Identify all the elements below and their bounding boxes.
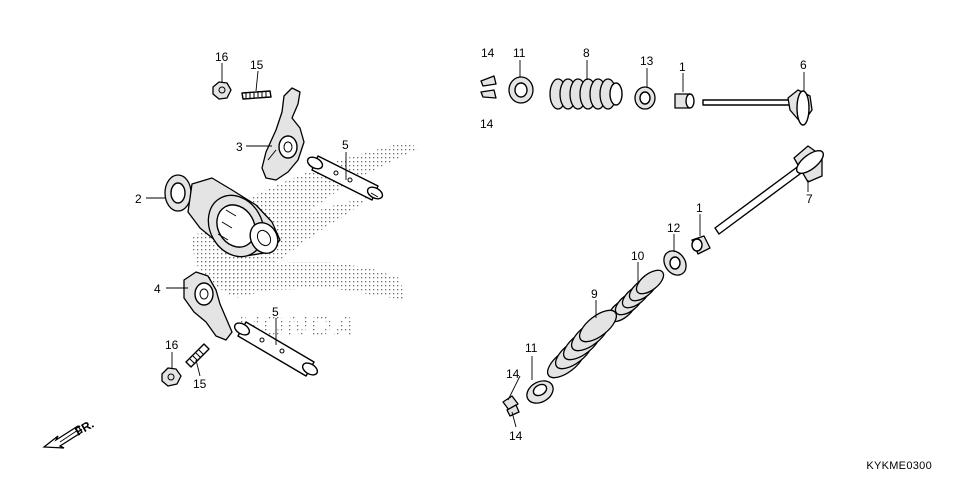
adjusting-screw-upper	[241, 90, 272, 100]
spring-seat-lower	[663, 250, 687, 276]
leader-lines	[146, 60, 809, 428]
callout-11: 11	[513, 46, 526, 60]
cotter-lower	[502, 395, 520, 417]
callout-6: 6	[800, 58, 807, 72]
callout-3: 3	[236, 140, 243, 154]
callout-14: 14	[509, 429, 523, 443]
valve-spring-upper	[549, 78, 623, 110]
adjusting-screw-lower	[185, 343, 210, 368]
valve-stem-seal-upper	[674, 93, 695, 109]
callout-14: 14	[506, 367, 520, 381]
outer-valve-spring	[546, 309, 618, 379]
callout-7: 7	[806, 192, 813, 206]
spring-seat-upper	[634, 86, 656, 110]
retainer-lower	[526, 380, 554, 404]
rocker-arm-lower	[183, 271, 233, 341]
callout-14: 14	[480, 117, 494, 131]
callout-1: 1	[696, 201, 703, 215]
rocker-arm-upper	[261, 87, 305, 181]
callout-12: 12	[667, 221, 681, 235]
callout-14: 14	[481, 46, 495, 60]
intake-valve	[714, 145, 825, 235]
callout-11: 11	[525, 341, 538, 355]
callout-5: 5	[272, 305, 279, 319]
callout-15: 15	[193, 377, 207, 391]
front-direction-arrow: FR.	[42, 417, 96, 449]
camshaft	[164, 174, 281, 258]
retainer-upper	[508, 76, 534, 104]
callout-15: 15	[250, 58, 264, 72]
nut-lower	[161, 367, 182, 387]
callout-1: 1	[679, 60, 686, 74]
callout-16: 16	[215, 50, 229, 64]
cotter-upper	[480, 75, 497, 99]
callout-9: 9	[591, 287, 598, 301]
rocker-shaft-lower	[233, 321, 319, 377]
callout-13: 13	[640, 54, 654, 68]
callout-4: 4	[154, 282, 161, 296]
callout-10: 10	[631, 249, 645, 263]
callout-2: 2	[135, 192, 142, 206]
valve-stem-seal-lower	[691, 235, 711, 255]
exhaust-valve	[702, 89, 813, 126]
rocker-shaft-upper	[306, 155, 384, 201]
callout-numbers: 16 15 3 5 2 4 5 16 15 14 14 11 8 13 1 6 …	[135, 46, 813, 443]
callout-5: 5	[342, 138, 349, 152]
nut-upper	[212, 81, 232, 100]
callout-8: 8	[583, 46, 590, 60]
diagram-code: KYKME0300	[866, 460, 932, 472]
callout-16: 16	[165, 338, 179, 352]
